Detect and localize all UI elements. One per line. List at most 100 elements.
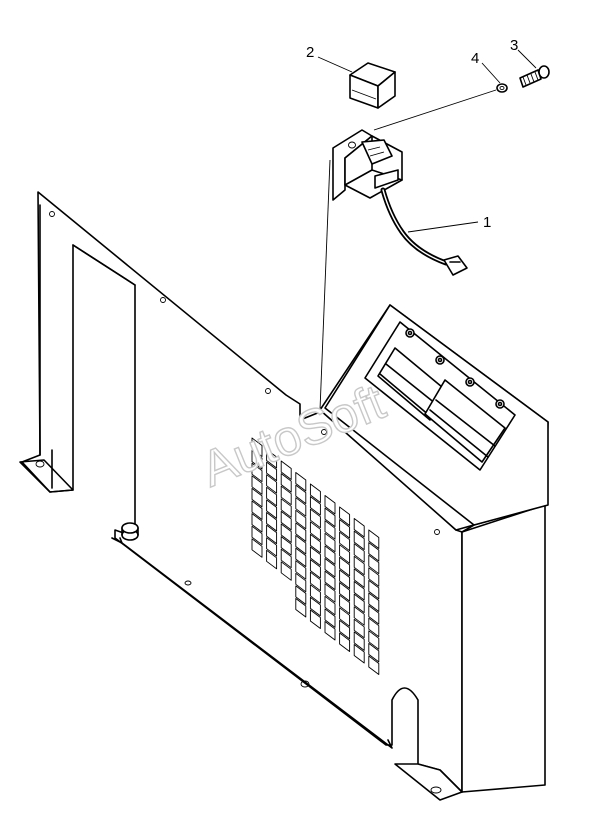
- control-box: [319, 304, 549, 793]
- vent-hole: [339, 506, 351, 526]
- vent-hole: [280, 460, 292, 480]
- vent-hole: [295, 585, 307, 605]
- vent-hole: [280, 536, 292, 556]
- vent-hole: [295, 572, 307, 593]
- vent-hole: [295, 547, 307, 568]
- vent-hole: [280, 548, 292, 569]
- callout-3: 3: [510, 37, 518, 54]
- vent-hole: [251, 538, 263, 558]
- vent-hole: [353, 631, 365, 651]
- vent-hole: [251, 437, 263, 457]
- vent-hole: [353, 644, 365, 664]
- vent-hole: [324, 583, 336, 603]
- vent-hole: [266, 449, 278, 469]
- vent-hole: [266, 524, 278, 545]
- callout-4: 4: [471, 50, 479, 67]
- vent-hole: [324, 520, 336, 540]
- vent-hole: [324, 608, 336, 628]
- switch-module-left: [377, 347, 449, 421]
- vent-hole: [266, 512, 278, 532]
- vent-hole: [339, 544, 351, 564]
- vent-hole: [266, 486, 278, 507]
- screw: [519, 65, 550, 88]
- vent-hole: [353, 530, 365, 551]
- vent-hole: [339, 632, 351, 652]
- bolt-head: [121, 522, 139, 541]
- vent-hole: [324, 495, 336, 515]
- callout-leaders: [317, 49, 537, 233]
- vent-hole: [339, 519, 351, 539]
- vent-hole: [251, 525, 263, 546]
- vent-hole: [368, 529, 380, 549]
- vent-hole: [295, 598, 307, 618]
- vent-hole: [353, 618, 365, 639]
- vent-hole: [339, 607, 351, 627]
- vent-hole: [295, 484, 307, 505]
- relay-cube: [349, 62, 396, 109]
- vent-hole: [295, 560, 307, 580]
- vent-hole: [251, 513, 263, 533]
- vent-hole: [309, 571, 321, 592]
- vent-hole: [266, 474, 278, 494]
- vent-hole: [266, 499, 278, 519]
- vent-hole: [309, 508, 321, 529]
- vent-hole: [368, 642, 380, 663]
- vent-hole: [339, 619, 351, 640]
- vent-hole: [295, 535, 307, 555]
- vent-hole: [280, 561, 292, 581]
- vent-hole: [324, 532, 336, 553]
- vent-hole: [339, 556, 351, 577]
- vent-hole: [353, 606, 365, 626]
- vent-hole: [251, 462, 263, 483]
- callout-2: 2: [306, 44, 314, 61]
- vent-hole: [266, 549, 278, 570]
- vent-hole: [368, 617, 380, 638]
- vent-hole: [266, 461, 278, 482]
- vent-hole: [324, 621, 336, 641]
- vent-hole: [353, 568, 365, 588]
- vent-hole: [309, 496, 321, 516]
- switch-module-right: [424, 379, 506, 463]
- vent-hole: [324, 507, 336, 528]
- vent-hole: [368, 542, 380, 562]
- vent-hole: [266, 537, 278, 557]
- vent-hole: [339, 582, 351, 602]
- vent-hole: [309, 546, 321, 566]
- callout-1: 1: [483, 214, 491, 231]
- vent-hole: [295, 509, 307, 530]
- vent-hole: [309, 533, 321, 554]
- vent-hole: [353, 543, 365, 563]
- vent-hole: [368, 592, 380, 612]
- vent-hole: [353, 581, 365, 601]
- vent-hole: [251, 450, 263, 470]
- vent-hole: [309, 584, 321, 604]
- vent-hole: [353, 518, 365, 538]
- assembly-lines: [319, 89, 497, 411]
- vent-hole: [353, 555, 365, 576]
- vent-hole: [368, 605, 380, 625]
- vent-hole: [368, 567, 380, 587]
- relay-socket-harness: [332, 129, 468, 276]
- vent-hole: [280, 473, 292, 493]
- vent-hole: [309, 609, 321, 629]
- vent-hole: [295, 497, 307, 517]
- washer: [496, 83, 508, 93]
- vent-hole: [324, 570, 336, 591]
- vent-hole: [324, 545, 336, 565]
- vent-hole: [324, 595, 336, 616]
- vent-hole: [339, 531, 351, 552]
- vent-hole: [368, 554, 380, 575]
- vent-hole: [324, 558, 336, 578]
- vent-hole: [309, 596, 321, 617]
- vent-hole: [368, 655, 380, 675]
- vent-hole: [280, 510, 292, 531]
- vent-hole: [280, 485, 292, 506]
- vent-hole: [368, 579, 380, 600]
- vent-hole: [353, 593, 365, 614]
- vent-hole: [309, 559, 321, 579]
- vent-hole: [251, 487, 263, 508]
- mounting-panel: [19, 191, 463, 801]
- vent-hole: [251, 475, 263, 495]
